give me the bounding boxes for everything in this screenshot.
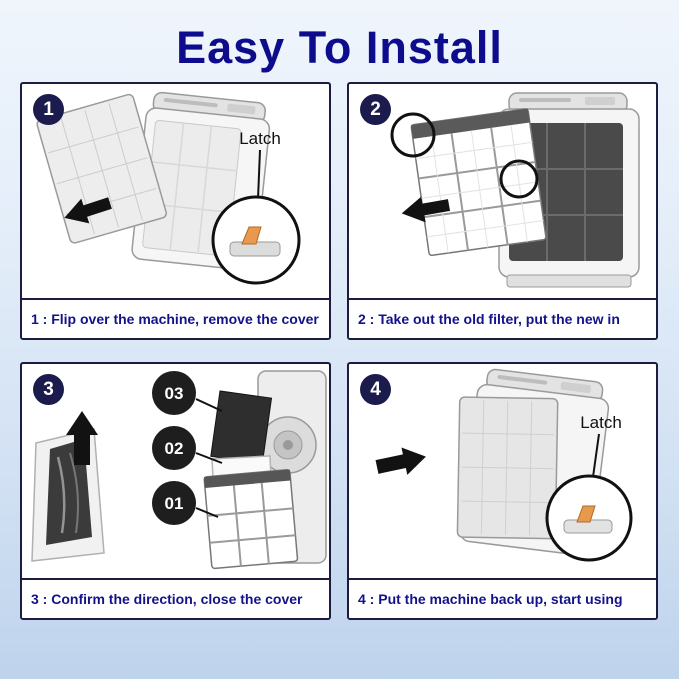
steps-grid: 1 xyxy=(20,82,659,620)
latch-label: Latch xyxy=(580,413,622,432)
step-panel-3: 3 xyxy=(20,362,331,620)
layer-badge-03: 03 xyxy=(152,371,223,415)
latch-pointer-line xyxy=(592,433,600,478)
front-cover-graphic xyxy=(36,93,167,244)
step-panel-2: 2 xyxy=(347,82,658,340)
step-4-drawing: Latch xyxy=(375,368,633,562)
step-2-drawing xyxy=(390,92,640,288)
step-3-caption: 3 : Confirm the direction, close the cov… xyxy=(22,578,329,618)
layer-01-label: 01 xyxy=(165,494,184,513)
step-panel-4: 4 L xyxy=(347,362,658,620)
interior-grid xyxy=(509,123,623,261)
carbon-filter-graphic xyxy=(210,390,273,465)
highlight-circle-right xyxy=(499,159,539,199)
layer-badge-01: 01 xyxy=(152,481,219,525)
step-number-badge: 2 xyxy=(360,94,391,125)
step-2-caption: 2 : Take out the old filter, put the new… xyxy=(349,298,656,338)
step-1-caption: 1 : Flip over the machine, remove the co… xyxy=(22,298,329,338)
layer-badge-02: 02 xyxy=(152,426,223,470)
step-panel-1: 1 xyxy=(20,82,331,340)
step-1-illustration: Latch xyxy=(22,84,329,298)
remove-arrow-icon xyxy=(64,197,112,224)
latch-magnifier xyxy=(211,195,301,285)
recess-grid xyxy=(146,122,237,254)
filter-package-graphic xyxy=(31,428,105,562)
up-arrow-icon xyxy=(66,411,98,465)
highlight-circle-top xyxy=(390,112,436,158)
step-4-illustration: Latch xyxy=(349,364,656,578)
pull-arrow-icon xyxy=(401,196,451,223)
step-1-drawing: Latch xyxy=(36,91,301,285)
page-title: Easy To Install xyxy=(176,22,503,73)
filter-panel-graphic xyxy=(410,108,547,257)
step-3-illustration: 03 02 01 xyxy=(22,364,329,578)
layer-02-label: 02 xyxy=(165,439,184,458)
step-2-illustration xyxy=(349,84,656,298)
latch-magnifier xyxy=(545,474,633,562)
step-number-badge: 4 xyxy=(360,374,391,405)
latch-pointer-line xyxy=(257,149,261,200)
hepa-filter-graphic xyxy=(203,469,299,570)
step-number-badge: 3 xyxy=(33,374,64,405)
latch-label: Latch xyxy=(239,129,281,148)
push-arrow-icon xyxy=(375,447,426,475)
front-cover-graphic xyxy=(456,396,559,540)
step-number-badge: 1 xyxy=(33,94,64,125)
step-4-caption: 4 : Put the machine back up, start using xyxy=(349,578,656,618)
layer-03-label: 03 xyxy=(165,384,184,403)
step-3-drawing: 03 02 01 xyxy=(31,370,327,570)
